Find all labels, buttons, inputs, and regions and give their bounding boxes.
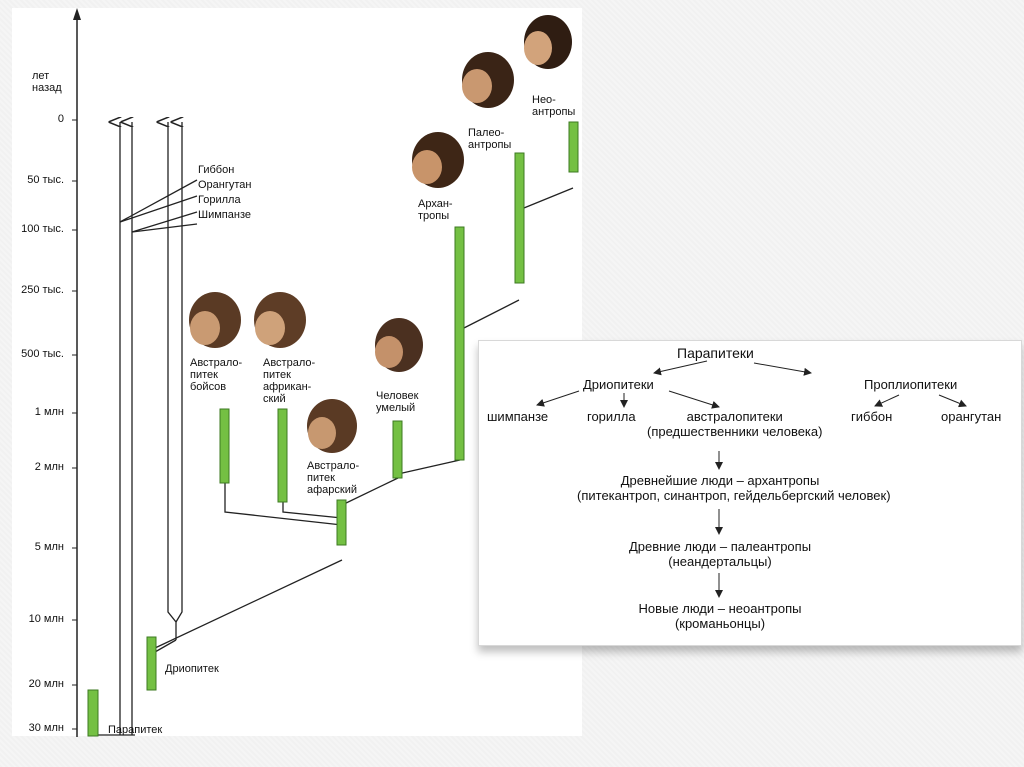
tick-label: 2 млн (34, 461, 64, 473)
ape-label-orangutan: Орангутан (198, 179, 252, 191)
tick-label: 100 тыс. (21, 223, 64, 235)
tree-root-parapithecus: Парапитеки (677, 345, 754, 361)
tree-node-gorilla: горилла (587, 409, 636, 424)
bar-parapithecus (87, 689, 99, 737)
time-axis-arrow (73, 8, 81, 20)
tree-node-propliopithecus: Проплиопитеки (864, 377, 958, 392)
tick-label: 30 млн (28, 722, 64, 734)
tick-label: 5 млн (34, 541, 64, 553)
head-neoanthropes-icon (524, 15, 572, 69)
tree-node-dryopithecus: Дриопитеки (583, 377, 654, 392)
tick-label: 20 млн (28, 678, 64, 690)
bar-dryopithecus (146, 636, 157, 691)
bar-africanus (277, 408, 288, 503)
tree-node-archanthropes: Древнейшие люди – архантропы (питекантро… (577, 473, 891, 503)
species-dryopithecus: Дриопитек (165, 663, 219, 675)
ape-label-gibbon: Гиббон (198, 164, 235, 176)
head-africanus-icon (254, 292, 306, 348)
tree-node-paleoanthropes: Древние люди – палеантропы (неандертальц… (628, 539, 812, 569)
tree-node-orangutan: орангутан (941, 409, 1002, 424)
species-parapithecus: Парапитек (108, 724, 163, 736)
tree-node-australopithecus: австралопитеки (предшественники человека… (647, 409, 823, 439)
head-habilis-icon (375, 318, 423, 372)
tick-label: 1 млн (34, 406, 64, 418)
tree-node-chimpanzee: шимпанзе (487, 409, 549, 424)
species-archanthropes: Архан-тропы (418, 198, 453, 222)
head-paleoanthropes-icon (462, 52, 514, 108)
tick-label: 50 тыс. (27, 174, 64, 186)
bar-neoanthropes (568, 121, 579, 173)
ape-label-gorilla: Горилла (198, 194, 241, 206)
head-archanthropes-icon (412, 132, 464, 188)
axis-unit-label: лет назад (32, 70, 62, 94)
species-paleoanthropes: Палео-антропы (468, 127, 512, 151)
tick-label: 10 млн (28, 613, 64, 625)
head-boisei-icon (189, 292, 241, 348)
tree-node-gibbon: гиббон (851, 409, 893, 424)
tree-node-neoanthropes: Новые люди – неоантропы (кроманьонцы) (638, 601, 802, 631)
bar-afarensis (336, 499, 347, 546)
species-neoanthropes: Нео-антропы (532, 94, 576, 118)
bar-archanthropes (454, 226, 465, 461)
bar-habilis (392, 420, 403, 479)
classification-tree-box: Парапитеки Дриопитеки Проплиопитеки шимп… (478, 340, 1022, 646)
tick-label: 0 (57, 113, 64, 125)
tick-label: 500 тыс. (21, 348, 64, 360)
tick-label: 250 тыс. (21, 284, 64, 296)
ape-label-chimpanzee: Шимпанзе (198, 209, 251, 221)
bar-boisei (219, 408, 230, 484)
head-afarensis-icon (307, 399, 357, 453)
tree-arrows (536, 360, 967, 598)
bar-paleoanthropes (514, 152, 525, 284)
